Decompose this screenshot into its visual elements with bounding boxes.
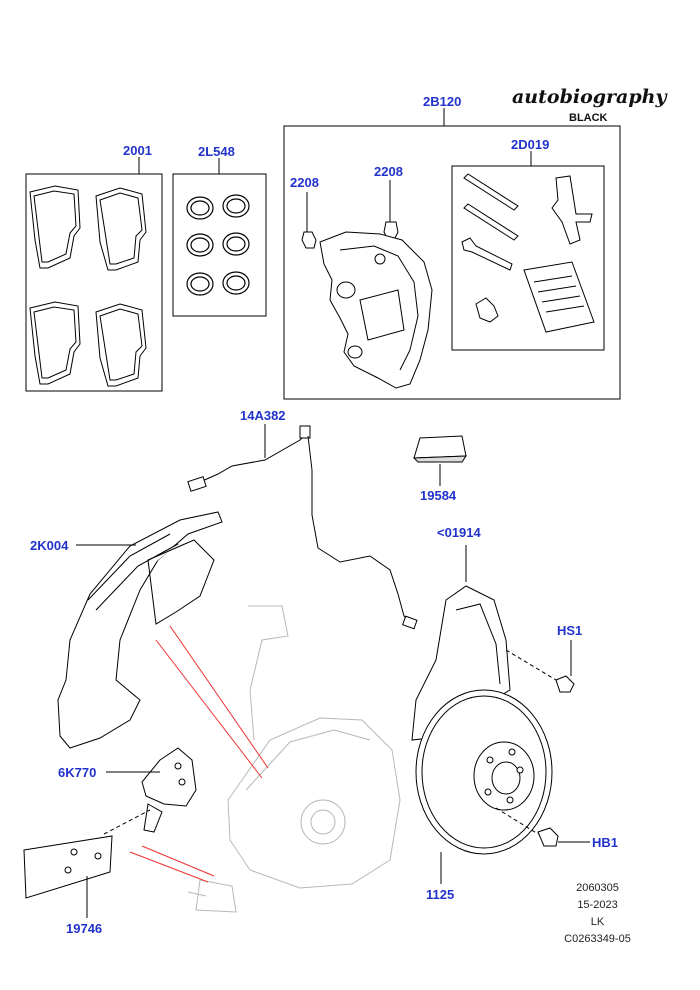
bolt-hs1-icon: [555, 675, 575, 693]
callout-HB1[interactable]: HB1: [592, 835, 619, 850]
callout-1125[interactable]: 1125: [426, 887, 455, 902]
callout-HS1[interactable]: HS1: [557, 623, 583, 638]
seal-ring-icon: [186, 194, 250, 296]
footer-line-2: 15-2023: [577, 899, 618, 911]
bracket-dash-line: [103, 809, 151, 835]
brake-disc-icon: [415, 689, 553, 855]
steering-knuckle-icon: [187, 605, 401, 913]
callout-19584[interactable]: 19584: [420, 488, 457, 503]
callout-2K004[interactable]: 2K004: [30, 538, 69, 553]
callout-01914[interactable]: <01914: [437, 525, 481, 540]
fitting-kit-box: [451, 165, 605, 351]
pad-kit-box: [25, 173, 163, 392]
hb1-dash-line: [495, 807, 539, 835]
callout-19746[interactable]: 19746: [66, 921, 103, 936]
anti-rattle-spring-icon: [551, 175, 593, 245]
wear-sensor-icon: [187, 425, 418, 630]
callout-14A382[interactable]: 14A382: [240, 408, 286, 423]
wear-indicator-icon: [412, 435, 467, 463]
bracket-icon: [141, 747, 197, 833]
instruction-sheet-icon: [523, 261, 595, 333]
deflector-plate-icon: [23, 835, 113, 899]
callout-2B120[interactable]: 2B120: [423, 94, 462, 109]
caliper-pin-icon: [461, 173, 519, 323]
footer-line-3: LK: [590, 916, 605, 928]
bolt-hb1-icon: [537, 827, 559, 847]
hs1-dash-line: [505, 649, 557, 681]
callout-2208-right[interactable]: 2208: [374, 164, 403, 179]
footer-reference: 2060305 15-2023 LK C0263349-05: [560, 880, 635, 948]
callout-2001[interactable]: 2001: [123, 143, 152, 158]
callout-6K770[interactable]: 6K770: [58, 765, 97, 780]
reference-lines: [129, 625, 269, 883]
brake-pad-icon: [29, 185, 147, 387]
brake-caliper-icon: [319, 231, 433, 389]
brand-subtitle: BLACK: [569, 112, 608, 124]
callout-2D019[interactable]: 2D019: [511, 137, 550, 152]
splash-shield-icon: [57, 511, 223, 749]
footer-line-1: 2060305: [576, 882, 619, 894]
callout-2L548[interactable]: 2L548: [198, 144, 235, 159]
footer-line-4: C0263349-05: [564, 933, 631, 945]
callout-2208-left[interactable]: 2208: [290, 175, 319, 190]
brand-script: autobiography: [512, 86, 667, 108]
caliper-kit-box: [283, 125, 621, 400]
